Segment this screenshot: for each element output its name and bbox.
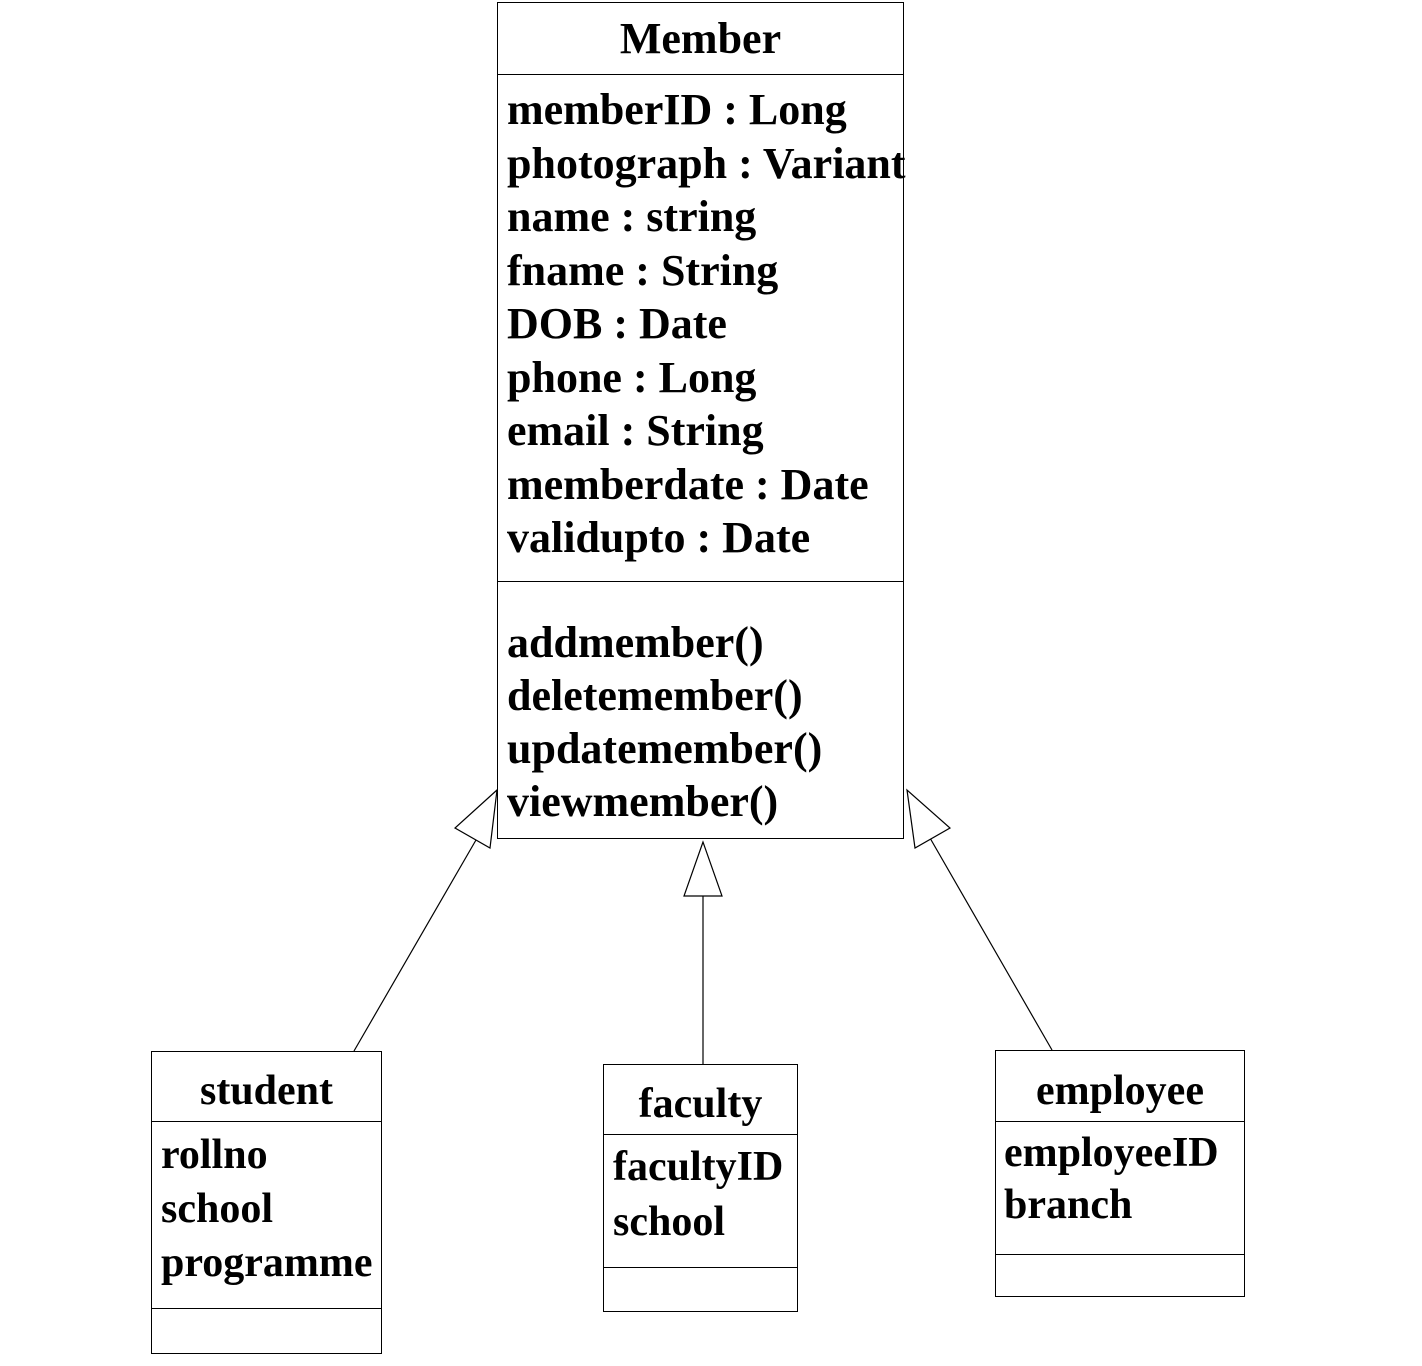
attribute: name : string [507, 192, 757, 241]
attribute: fname : String [507, 245, 779, 295]
operations-compartment: addmember() deletemember() updatemember(… [498, 582, 903, 828]
class-name: employee [996, 1051, 1244, 1122]
attribute: facultyID [613, 1144, 784, 1190]
attribute: validupto : Date [507, 513, 811, 562]
class-name: student [152, 1052, 381, 1122]
attributes-compartment: rollno school programme [152, 1122, 381, 1309]
attribute: rollno [161, 1132, 268, 1178]
faculty-class[interactable]: faculty facultyID school [603, 1064, 798, 1312]
attribute: memberID : Long [507, 85, 847, 134]
operation: viewmember() [507, 777, 779, 826]
member-class[interactable]: Member memberID : Long photograph : Vari… [497, 2, 906, 839]
operation: updatemember() [507, 724, 823, 773]
attributes-compartment: memberID : Long photograph : Variant nam… [498, 75, 906, 582]
attribute: memberdate : Date [507, 459, 869, 509]
attribute: email : String [507, 406, 764, 455]
attributes-compartment: employeeID branch [996, 1122, 1244, 1255]
generalization-student-to-member [353, 788, 498, 1052]
attribute: branch [1004, 1182, 1133, 1228]
generalization-faculty-to-member [683, 840, 723, 1064]
attribute: school [161, 1186, 274, 1232]
attribute: photograph : Variant [507, 138, 906, 188]
operation: addmember() [507, 618, 764, 667]
class-name: Member [498, 3, 903, 75]
generalization-employee-to-member [906, 788, 1053, 1051]
attribute: school [613, 1199, 726, 1245]
employee-class[interactable]: employee employeeID branch [995, 1050, 1245, 1297]
attribute: DOB : Date [507, 299, 727, 348]
student-class[interactable]: student rollno school programme [151, 1051, 382, 1354]
attributes-compartment: facultyID school [604, 1135, 797, 1268]
operation: deletemember() [507, 671, 803, 720]
attribute: employeeID [1004, 1130, 1219, 1176]
attribute: programme [161, 1240, 373, 1286]
class-name: faculty [604, 1065, 797, 1135]
attribute: phone : Long [507, 352, 757, 402]
